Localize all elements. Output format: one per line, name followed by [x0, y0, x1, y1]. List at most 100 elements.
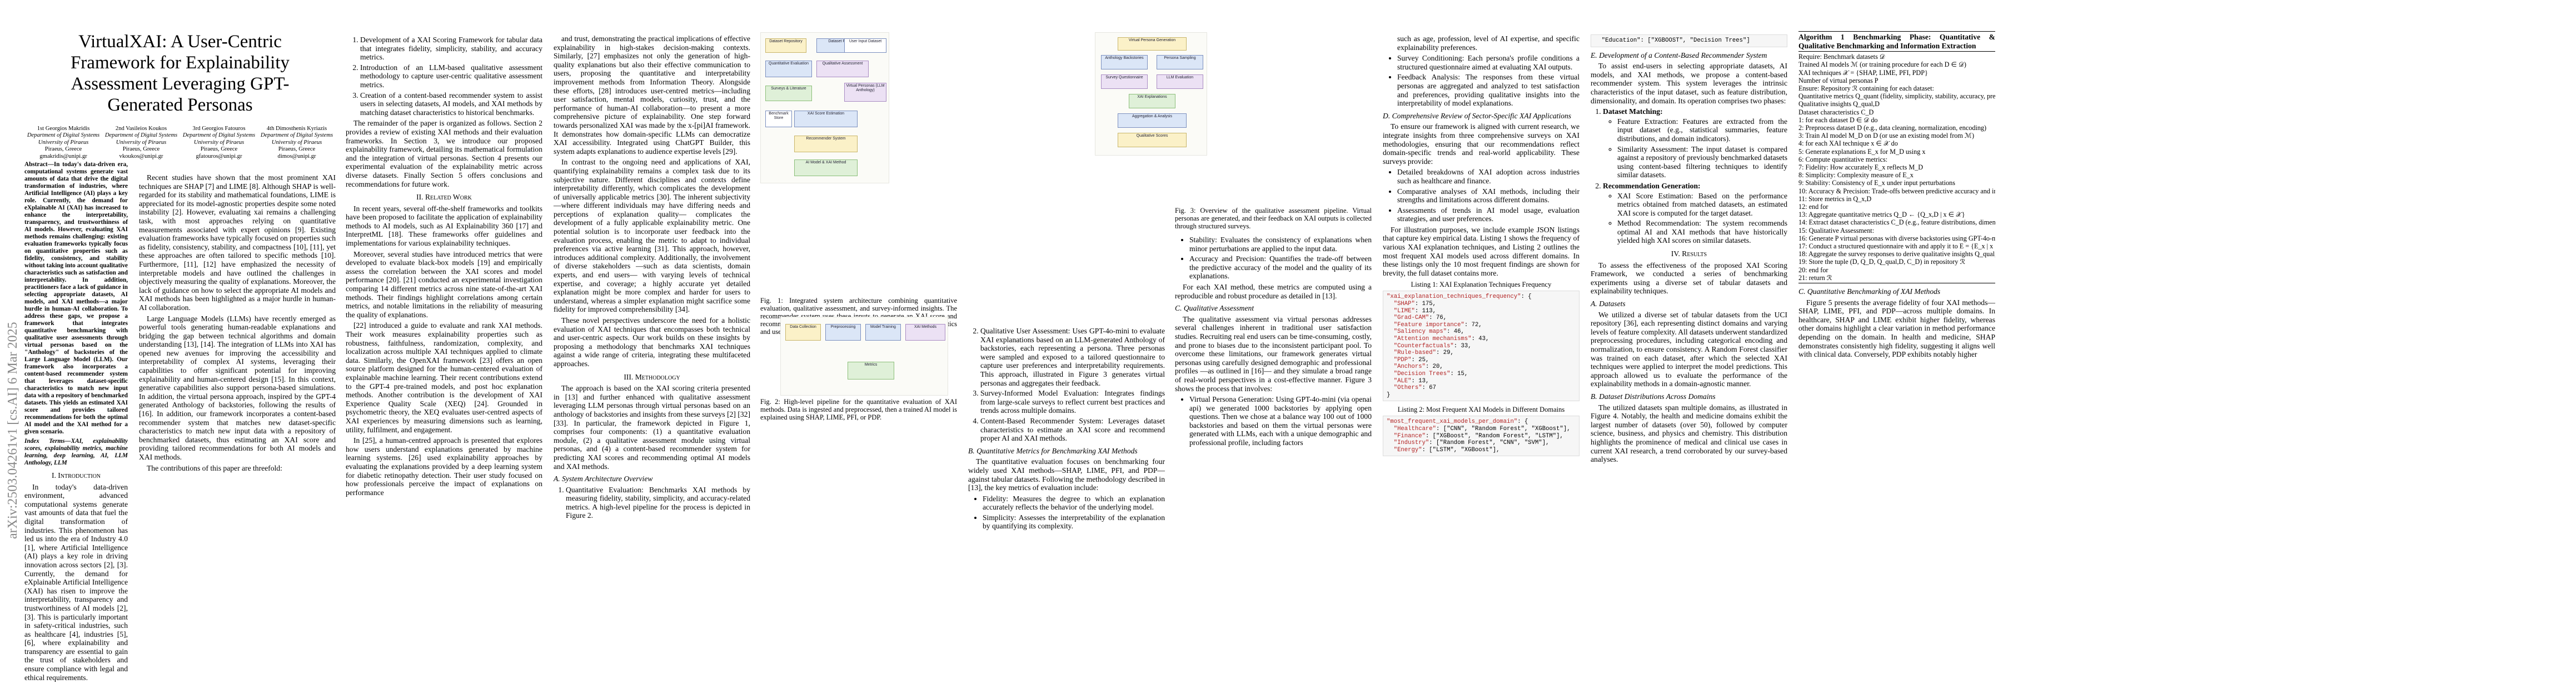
author-name: 4th Dimosthenis Kyriazis: [266, 126, 327, 132]
algorithm-line: 2: Preprocess dataset D (e.g., data clea…: [1798, 124, 1987, 132]
diagram-box: Aggregation & Analysis: [1118, 113, 1187, 128]
code-line: "SHAP": 175,: [1393, 301, 1437, 308]
contribution-item: Creation of a content-based recommender …: [360, 91, 542, 117]
algorithm-line: 5: Generate explanations E_x for M_D usi…: [1798, 147, 1926, 156]
architecture-item: Qualitative User Assessment: Uses GPT-4o…: [980, 327, 1165, 387]
code-key: "Attention mechanisms": [1393, 336, 1472, 342]
arxiv-stamp-container: arXiv:2503.04261v1 [cs.AI] 6 Mar 2025: [1, 117, 23, 561]
fidelity-text: Figure 5 presents the average fidelity o…: [1798, 298, 1995, 359]
results-intro: To assess the effectiveness of the propo…: [1591, 261, 1787, 296]
paragraph: and trust, demonstrating the practical i…: [554, 34, 750, 156]
intro-heading: I. Introduction: [51, 471, 101, 480]
algorithm-line: Trained AI models ℳ (or training procedu…: [1798, 61, 1966, 69]
phase-item: Dataset Matching:Feature Extraction: Fea…: [1603, 107, 1787, 179]
code-line: "LIME": 113,: [1393, 307, 1437, 314]
code-line: "Anchors": 20,: [1393, 363, 1443, 371]
code-line: "Rule-based": 29,: [1393, 350, 1454, 357]
diagram-box: Virtual Persona Generation: [1118, 37, 1187, 51]
code-key: "ALE": [1393, 377, 1412, 385]
abstract: Abstract—In today's data-driven era, com…: [24, 161, 128, 435]
code-line: "Finance": ["XGBoost", "Random Forest", …: [1393, 432, 1563, 440]
phase-subitem: Feature Extraction: Features are extract…: [1617, 117, 1787, 143]
algorithm-line: 16: Generate P virtual personas with div…: [1798, 234, 1995, 242]
phase-subitem: Similarity Assessment: The input dataset…: [1617, 145, 1787, 179]
diagram-box: XAI Methods: [905, 324, 945, 341]
phase-subitems: Feature Extraction: Features are extract…: [1603, 117, 1787, 179]
listing-2-last-line: "Education": ["XGBOOST", "Decision Trees…: [1595, 37, 1750, 44]
metric-item: Fidelity: Measures the degree to which a…: [983, 495, 1165, 512]
results-b-heading: B. Dataset Distributions Across Domains: [1591, 392, 1716, 401]
column-6: Fig. 3: Overview of the qualitative asse…: [1175, 207, 1372, 450]
algorithm-title: Algorithm 1 Benchmarking Phase: Quantita…: [1798, 32, 1995, 52]
results-a-heading: A. Datasets: [1591, 299, 1626, 308]
phase-subitem: XAI Score Estimation: Based on the perfo…: [1617, 192, 1787, 218]
code-line: "Decision Trees": 15,: [1393, 370, 1468, 377]
column-4: and trust, demonstrating the practical i…: [554, 34, 750, 522]
contribution-item: Introduction of an LLM-based qualitative…: [360, 63, 542, 89]
code-key: "xai_explanation_techniques_frequency": [1387, 293, 1521, 301]
author-dept: Department of Digital Systems: [182, 132, 256, 139]
algorithm-line: 18: Aggregate the survey responses to de…: [1798, 250, 1995, 258]
paragraph: Recent studies have shown that the most …: [139, 173, 336, 312]
algorithm-line: Number of virtual personas P: [1798, 76, 1879, 84]
column-7: such as age, profession, level of AI exp…: [1383, 34, 1580, 457]
diagram-box: XAI Explanations: [1129, 94, 1175, 108]
diagram-box: Recommender System: [794, 136, 858, 152]
algorithm-line: 21: return ℛ: [1798, 273, 1832, 282]
algorithm-line: 3: Train AI model M_D on D (or use an ex…: [1798, 132, 1974, 140]
algorithm-line: 20: end for: [1798, 266, 1828, 274]
author-dept: Department of Digital Systems: [104, 132, 178, 139]
algorithm-line: 4: for each XAI technique x ∈ 𝒳 do: [1798, 139, 1898, 148]
paragraph: In recent years, several off-the-shelf f…: [346, 204, 542, 248]
persona-continuation: such as age, profession, level of AI exp…: [1397, 34, 1580, 52]
subsection-b-heading: B. Quantitative Metrics for Benchmarking…: [968, 446, 1138, 455]
diagram-box: Data Collection: [785, 324, 821, 341]
results-heading: IV. Results: [1671, 249, 1707, 258]
code-key: "Others": [1393, 385, 1422, 392]
author-name: 3rd Georgios Fatouros: [192, 126, 246, 132]
diagram-box: Virtual Personas (LLM Anthology): [844, 83, 886, 102]
phase-subitems: XAI Score Estimation: Based on the perfo…: [1603, 192, 1787, 246]
code-line: "Industry": ["Random Forest", "CNN", "SV…: [1393, 440, 1549, 447]
algorithm-line: 7: Fidelity: How accurately E_x reflects…: [1798, 163, 1924, 172]
column-1: Abstract—In today's data-driven era, com…: [24, 0, 128, 684]
author-dept: Department of Digital Systems: [27, 132, 100, 139]
intro-text: In today's data-driven environment, adva…: [24, 483, 128, 682]
code-key: "Feature importance": [1393, 321, 1464, 328]
distribution-text: The utilized datasets span multiple doma…: [1591, 403, 1787, 464]
paper-title: VirtualXAI: A User-Centric Framework for…: [70, 32, 290, 115]
diagram-box: Model Training: [865, 324, 901, 341]
author-city: Piraeus, Greece: [44, 146, 82, 153]
algorithm-1: Algorithm 1 Benchmarking Phase: Quantita…: [1798, 31, 1995, 284]
metric-item: Simplicity: Assesses the interpretabilit…: [983, 513, 1165, 531]
column-3: Development of a XAI Scoring Framework f…: [346, 34, 542, 499]
metrics-note: For each XAI method, these metrics are c…: [1175, 282, 1372, 300]
author-university: University of Piraeus: [193, 139, 245, 146]
subsection-e-heading: E. Development of a Content-Based Recomm…: [1591, 51, 1767, 59]
algorithm-line: 1: for each dataset D ∈ 𝒟 do: [1798, 116, 1878, 124]
architecture-item: Survey-Informed Model Evaluation: Integr…: [980, 389, 1165, 415]
diagram-box: Dataset Repository: [765, 38, 806, 53]
code-line: "Counterfactuals": 33,: [1393, 342, 1472, 350]
paragraph: The quantitative evaluation focuses on b…: [968, 457, 1165, 492]
phase-subitem: Method Recommendation: The system recomm…: [1617, 219, 1787, 245]
methodology-heading: III. Methodology: [624, 372, 680, 381]
contribution-item: Development of a XAI Scoring Framework f…: [360, 36, 542, 62]
paragraph: The qualitative assessment via virtual p…: [1175, 314, 1372, 393]
author-university: University of Piraeus: [271, 139, 322, 146]
phase-title: Recommendation Generation:: [1603, 181, 1701, 190]
author-city: Piraeus, Greece: [200, 146, 238, 153]
persona-item: Survey Conditioning: Each persona's prof…: [1397, 54, 1580, 71]
algorithm-line: Ensure: Repository ℛ containing for each…: [1798, 84, 1934, 92]
code-line: "Saliency maps": 46,: [1393, 328, 1464, 336]
author-dept: Department of Digital Systems: [260, 132, 333, 139]
code-line: "Attention mechanisms": 43,: [1393, 336, 1489, 342]
figure-2-caption: Fig. 2: High-level pipeline for the quan…: [760, 398, 957, 421]
algorithm-line: Qualitative insights Q_qual,D: [1798, 100, 1880, 108]
author-email: dimos@unipi.gr: [277, 153, 316, 159]
author-name: 1st Georgios Makridis: [37, 126, 90, 132]
